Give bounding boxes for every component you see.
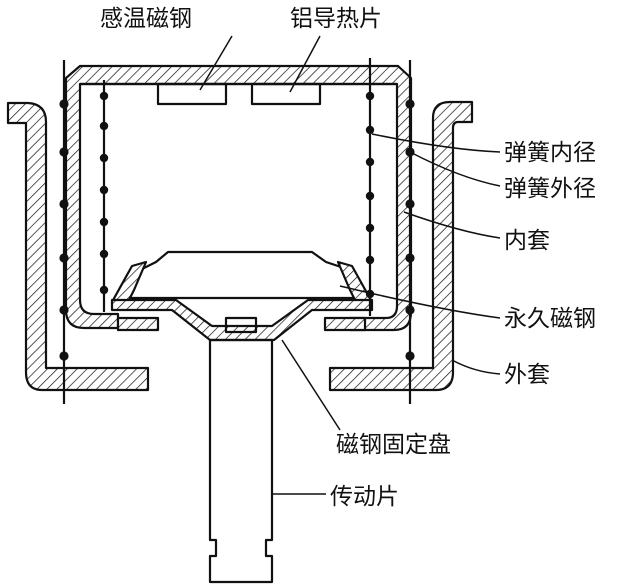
label-spring-outer: 弹簧外径 [504,176,596,202]
label-inner-sleeve: 内套 [504,228,550,254]
label-permanent-magnet: 永久磁钢 [504,306,596,332]
magnet-holder-disc [110,298,374,342]
label-outer-sleeve: 外套 [504,362,550,388]
drive-plate [208,338,274,584]
label-heat-plate: 铝导热片 [290,6,382,32]
label-sensing-magnet: 感温磁钢 [100,6,192,32]
spring-coils [59,58,415,404]
label-drive-plate: 传动片 [330,484,399,510]
label-spring-inner: 弹簧内径 [504,140,596,166]
permanent-magnet [124,250,362,300]
inner-sleeve [64,64,413,332]
label-magnet-holder: 磁钢固定盘 [336,432,451,458]
sensing-magnet-block [156,82,228,106]
outer-sleeve [6,100,474,392]
heat-plate-block [250,82,322,106]
leader-lines [199,35,501,495]
